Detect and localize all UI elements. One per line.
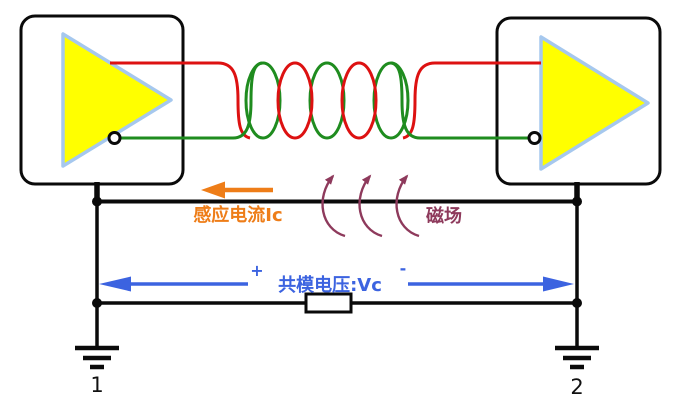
ground-symbol-icon	[75, 345, 119, 370]
common-mode-voltage-arrow-icon	[99, 276, 574, 292]
inversion-bubble-icon	[527, 131, 542, 145]
twist-loop	[276, 61, 314, 140]
twist-loop	[340, 61, 378, 140]
junction-dot	[92, 298, 102, 308]
ground-2-label: 2	[570, 375, 583, 399]
inversion-bubble-icon	[107, 131, 122, 145]
signal-wire-green	[390, 61, 529, 140]
magnetic-field-label: 磁场	[426, 205, 462, 227]
magnetic-field-arrows-icon	[321, 174, 420, 238]
twist-loop	[308, 61, 346, 140]
right-amplifier-icon	[539, 35, 650, 171]
plus-sign: +	[250, 261, 263, 280]
junction-dot	[92, 196, 102, 207]
junction-dot	[572, 196, 582, 207]
twisted-pair	[110, 61, 541, 140]
twist-loop	[372, 61, 410, 140]
induced-current-label: 感应电流Ic	[193, 204, 282, 226]
twist-loop	[244, 61, 282, 140]
minus-sign: -	[400, 259, 407, 278]
induced-current-arrow-icon	[201, 181, 273, 199]
junction-dot	[572, 298, 582, 308]
ground-symbol-icon	[555, 345, 599, 370]
resistor-icon	[304, 292, 353, 314]
common-mode-voltage-label: 共模电压:Vc	[278, 274, 382, 296]
ground-1-label: 1	[90, 373, 103, 397]
